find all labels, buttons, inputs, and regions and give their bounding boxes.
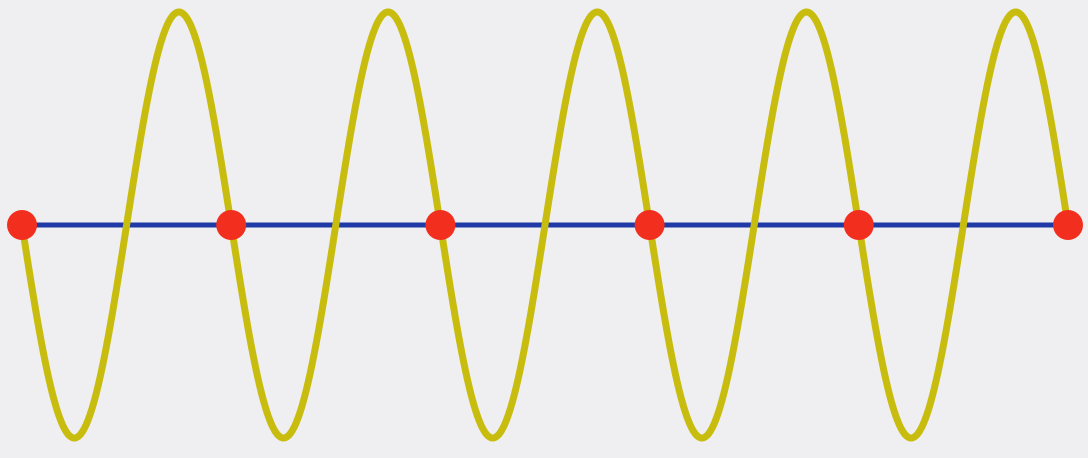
node-point (425, 210, 456, 240)
sine-wave (18, 8, 1072, 442)
node-point (843, 210, 874, 240)
node-point (7, 210, 37, 240)
node-point (634, 210, 665, 240)
node-point (216, 210, 247, 240)
node-point (1053, 210, 1083, 240)
node-points (7, 210, 1083, 240)
